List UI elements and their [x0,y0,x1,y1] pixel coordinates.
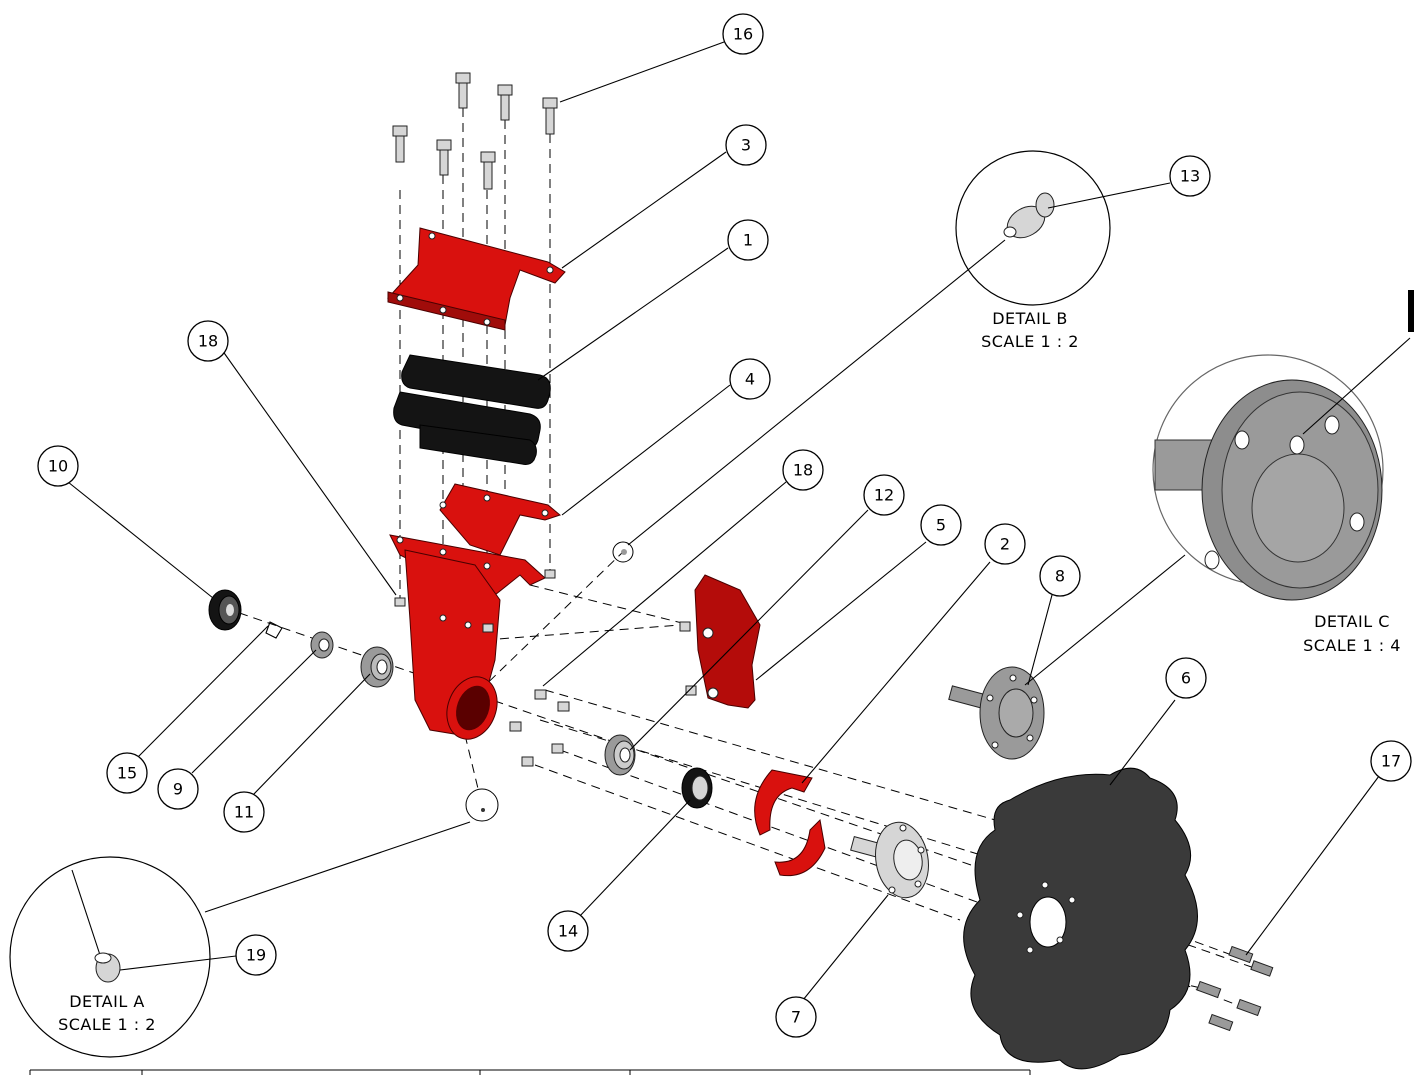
bolt [497,84,513,121]
detail-c-caption: DETAIL C SCALE 1 : 4 [1303,612,1401,655]
left-axis-parts [208,589,394,688]
detail-c-scale: SCALE 1 : 4 [1303,636,1401,655]
balloon-16: 16 [722,13,764,55]
fitting-dot [621,549,627,555]
balloon-18-upper: 18 [187,320,229,362]
balloon-5: 5 [920,504,962,546]
balloon-14: 14 [547,910,589,952]
shim-ring-part-2 [754,769,826,877]
nuts-18 [509,689,570,767]
detail-c-link [1024,554,1186,686]
svg-text:8: 8 [1055,567,1065,586]
svg-text:11: 11 [234,803,254,822]
svg-text:15: 15 [117,764,137,783]
balloon-4: 4 [729,358,771,400]
balloon-1: 1 [727,219,769,261]
balloon-13: 13 [1169,155,1211,197]
balloon-3: 3 [725,124,767,166]
bolt [455,72,471,109]
balloon-2: 2 [984,523,1026,565]
cut-off-balloon-edge [1408,290,1414,332]
bolts-17 [1196,945,1274,1032]
bearing-part-11 [360,646,394,688]
balloon-7: 7 [775,996,817,1038]
svg-text:19: 19 [246,946,266,965]
svg-text:9: 9 [173,780,183,799]
balloon-18-lower: 18 [782,449,824,491]
svg-text:17: 17 [1381,752,1401,771]
svg-text:7: 7 [791,1008,801,1027]
balloon-6: 6 [1165,657,1207,699]
balloon-8: 8 [1039,555,1081,597]
svg-text:6: 6 [1181,669,1191,688]
bolt [392,125,408,163]
bolt [542,97,558,135]
bolt [480,151,496,190]
balloon-leaders [67,41,1383,1001]
svg-text:18: 18 [198,332,218,351]
svg-text:1: 1 [743,231,753,250]
seal-part-14 [681,767,713,809]
bolt [436,139,452,176]
balloon-15: 15 [106,752,148,794]
upper-bracket-part-3 [387,227,566,331]
bolts-16 [392,72,558,190]
balloon-12: 12 [863,474,905,516]
svg-text:12: 12 [874,486,894,505]
hub-part-8 [948,666,1045,760]
svg-text:16: 16 [733,25,753,44]
detail-a-scale: SCALE 1 : 2 [58,1015,156,1034]
fitting-marker [612,541,634,563]
svg-text:4: 4 [745,370,755,389]
clip-part-15 [265,621,283,639]
detail-a-caption: DETAIL A SCALE 1 : 2 [58,992,156,1034]
detail-b-scale: SCALE 1 : 2 [981,332,1079,351]
detail-b-view [955,150,1111,306]
notched-disc-part-6 [963,767,1198,1070]
detail-c-view [1152,354,1384,601]
balloon-10: 10 [37,445,79,487]
parts-table-header-edge [29,1069,1031,1075]
svg-text:2: 2 [1000,535,1010,554]
svg-text:3: 3 [741,136,751,155]
svg-text:5: 5 [936,516,946,535]
balloon-11: 11 [223,791,265,833]
detail-c-leader [1302,337,1411,435]
rubber-blocks-part-1 [393,354,551,465]
bushing-dot [481,808,485,812]
rubber-wheel-part-10 [208,589,242,631]
svg-text:13: 13 [1180,167,1200,186]
svg-text:18: 18 [793,461,813,480]
bushing-marker [465,788,499,822]
hub-part-7 [850,821,929,899]
detail-a-view [9,856,211,1058]
detail-b-title: DETAIL B [992,309,1068,328]
scraper-plate-part-5 [679,574,761,709]
detail-a-title: DETAIL A [69,992,145,1011]
balloon-17: 17 [1370,740,1412,782]
nut-part-9 [310,631,334,659]
detail-a-link [204,821,471,913]
balloon-19: 19 [235,934,277,976]
bearing-part-12 [604,734,636,776]
detail-c-title: DETAIL C [1314,612,1390,631]
detail-b-caption: DETAIL B SCALE 1 : 2 [981,309,1079,351]
detail-b-link [627,239,1006,546]
balloon-9: 9 [157,768,199,810]
svg-text:14: 14 [558,922,578,941]
svg-text:10: 10 [48,457,68,476]
lower-bracket-arm-part-4 [389,483,562,740]
